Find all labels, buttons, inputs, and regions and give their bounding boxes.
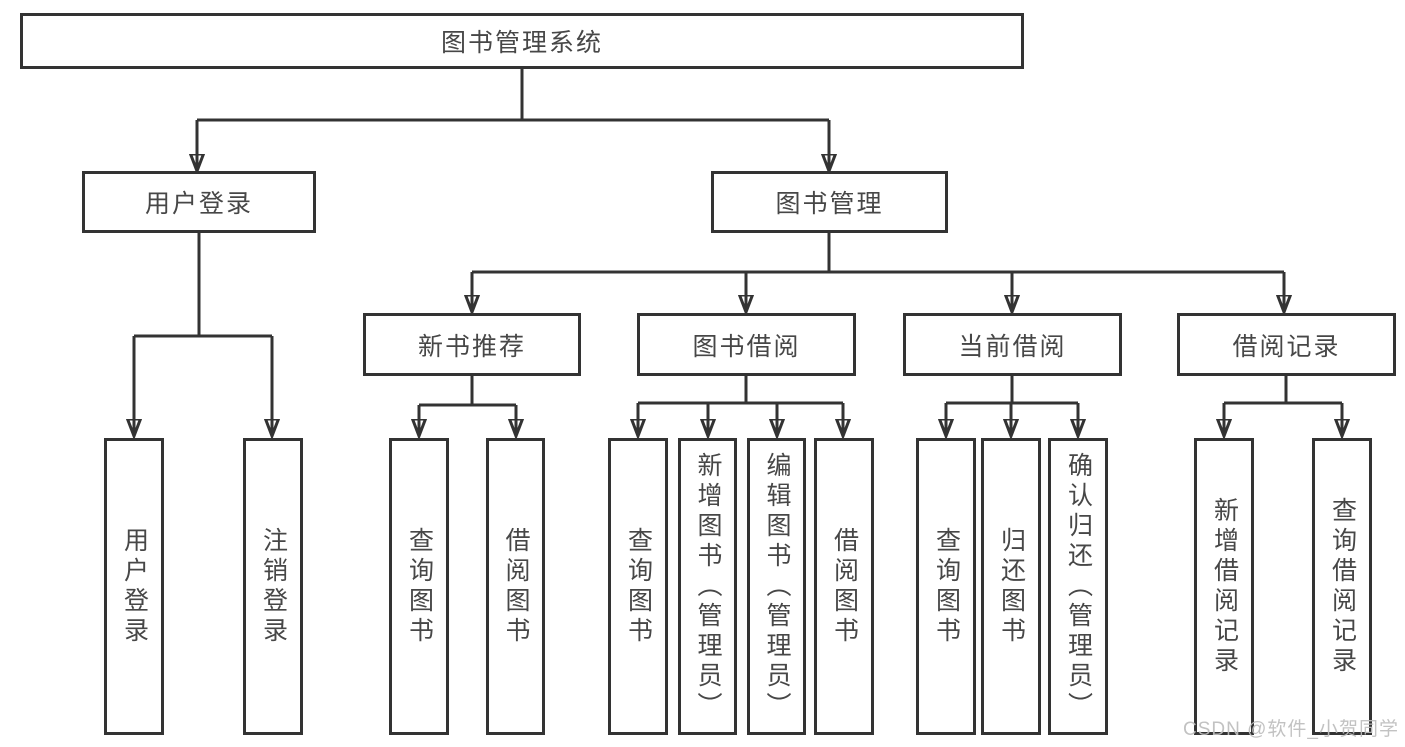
node-user-login: 用户登录 [82, 171, 316, 233]
node-new-book-rec-label: 新书推荐 [417, 332, 526, 361]
leaf-cb-confirm-return-label: 确认归还（管理员） [1064, 451, 1093, 722]
leaf-cb-confirm-return: 确认归还（管理员） [1048, 438, 1108, 735]
node-root-system-label: 图书管理系统 [440, 29, 603, 57]
node-root-system: 图书管理系统 [20, 13, 1024, 69]
leaf-user-login: 用户登录 [104, 438, 164, 735]
node-book-borrow-label: 图书借阅 [692, 332, 801, 361]
leaf-bb-borrow-books: 借阅图书 [814, 438, 874, 735]
leaf-logout: 注销登录 [243, 438, 303, 735]
leaf-rec-query-books: 查询图书 [389, 438, 449, 735]
leaf-cb-return-books-label: 归还图书 [997, 526, 1026, 647]
node-current-borrow: 当前借阅 [903, 313, 1122, 376]
leaf-br-query-record-label: 查询借阅记录 [1328, 496, 1357, 677]
leaf-bb-edit-books: 编辑图书（管理员） [747, 438, 806, 735]
node-new-book-rec: 新书推荐 [363, 313, 581, 376]
leaf-cb-return-books: 归还图书 [981, 438, 1041, 735]
leaf-rec-borrow-books-label: 借阅图书 [502, 526, 530, 647]
leaf-user-login-label: 用户登录 [120, 526, 149, 647]
leaf-rec-query-books-label: 查询图书 [405, 526, 434, 647]
leaf-rec-borrow-books: 借阅图书 [486, 438, 545, 735]
csdn-watermark: CSDN @软件_小贺同学 [1183, 719, 1399, 740]
leaf-bb-edit-books-label: 编辑图书（管理员） [763, 451, 791, 722]
node-borrow-records: 借阅记录 [1177, 313, 1396, 376]
leaf-br-query-record: 查询借阅记录 [1312, 438, 1372, 735]
node-book-mgmt: 图书管理 [711, 171, 948, 233]
node-book-mgmt-label: 图书管理 [775, 190, 884, 218]
leaf-bb-query-books: 查询图书 [608, 438, 668, 735]
leaf-bb-add-books: 新增图书（管理员） [678, 438, 737, 735]
leaf-br-add-record-label: 新增借阅记录 [1210, 496, 1239, 677]
node-user-login-label: 用户登录 [144, 190, 253, 218]
leaf-bb-query-books-label: 查询图书 [624, 526, 653, 647]
leaf-cb-query-books-label: 查询图书 [932, 526, 961, 647]
leaf-logout-label: 注销登录 [259, 526, 288, 647]
node-borrow-records-label: 借阅记录 [1232, 332, 1341, 361]
leaf-bb-add-books-label: 新增图书（管理员） [694, 451, 722, 722]
leaf-cb-query-books: 查询图书 [916, 438, 976, 735]
node-current-borrow-label: 当前借阅 [958, 332, 1067, 361]
leaf-br-add-record: 新增借阅记录 [1194, 438, 1254, 735]
leaf-bb-borrow-books-label: 借阅图书 [830, 526, 859, 647]
node-book-borrow: 图书借阅 [637, 313, 856, 376]
